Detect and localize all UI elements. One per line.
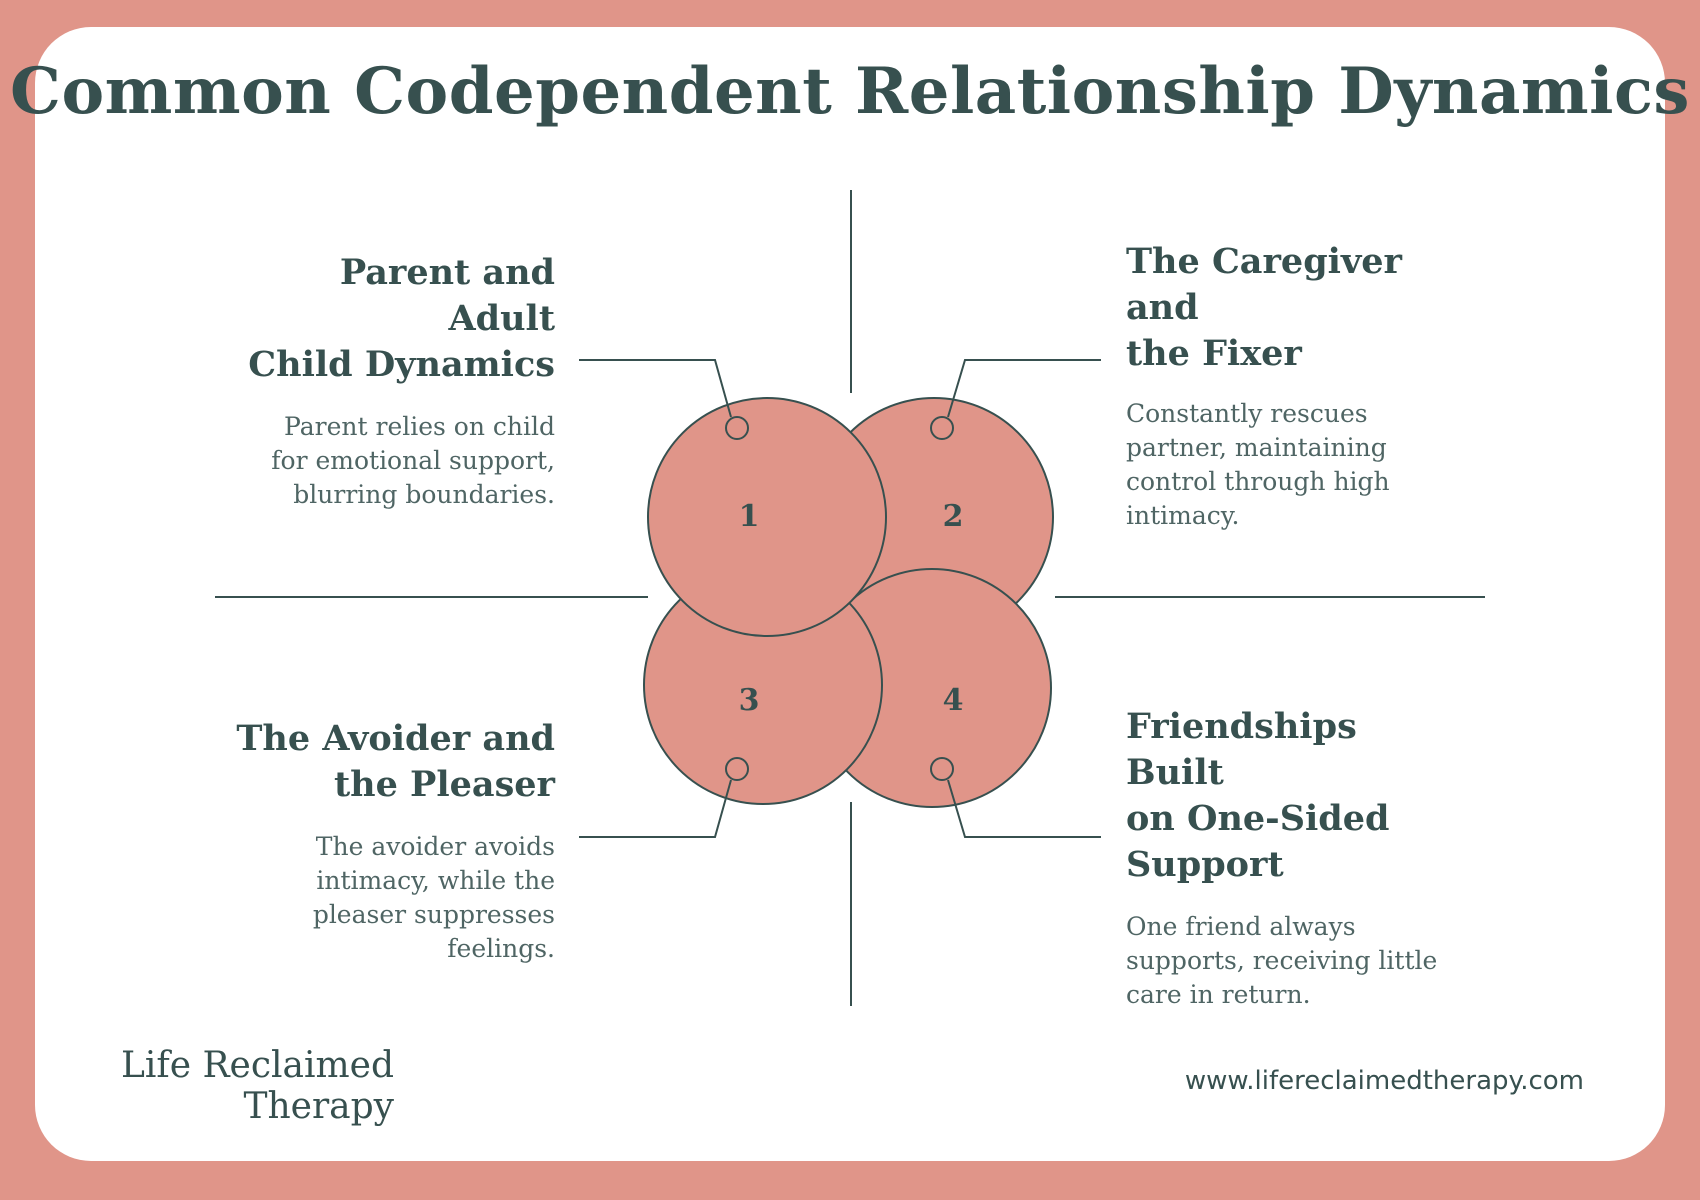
item-3: The Avoider and the Pleaser The avoider … <box>225 716 555 966</box>
circle-number-1: 1 <box>739 499 760 534</box>
item-2-description: Constantly rescues partner, maintaining … <box>1126 399 1390 530</box>
item-2-heading: The Caregiver and the Fixer <box>1126 241 1403 374</box>
item-1-heading: Parent and Adult Child Dynamics <box>248 252 555 385</box>
page-title: Common Codependent Relationship Dynamics <box>10 54 1690 129</box>
item-3-description: The avoider avoids intimacy, while the p… <box>312 832 555 963</box>
connector-3 <box>579 779 732 838</box>
circle-number-4: 4 <box>943 683 964 718</box>
item-4-description: One friend always supports, receiving li… <box>1126 912 1438 1009</box>
marker-1 <box>725 416 749 440</box>
item-1: Parent and Adult Child Dynamics Parent r… <box>225 250 555 512</box>
circle-number-2: 2 <box>943 499 964 534</box>
item-2: The Caregiver and the Fixer Constantly r… <box>1126 239 1456 533</box>
item-3-heading: The Avoider and the Pleaser <box>236 718 555 805</box>
marker-3 <box>725 757 749 781</box>
brand-wordmark: Life Reclaimed Therapy <box>120 1045 394 1127</box>
marker-2 <box>930 416 954 440</box>
item-4-heading: Friendships Built on One-Sided Support <box>1126 706 1390 885</box>
marker-4 <box>930 757 954 781</box>
connector-1 <box>579 359 732 418</box>
circle-number-3: 3 <box>739 683 760 718</box>
circle-1 <box>647 397 887 637</box>
item-1-description: Parent relies on child for emotional sup… <box>271 412 555 509</box>
website-url[interactable]: www.lifereclaimedtherapy.com <box>1184 1066 1584 1096</box>
connector-2 <box>947 359 1101 418</box>
item-4: Friendships Built on One-Sided Support O… <box>1126 704 1456 1012</box>
connector-4 <box>947 779 1101 838</box>
